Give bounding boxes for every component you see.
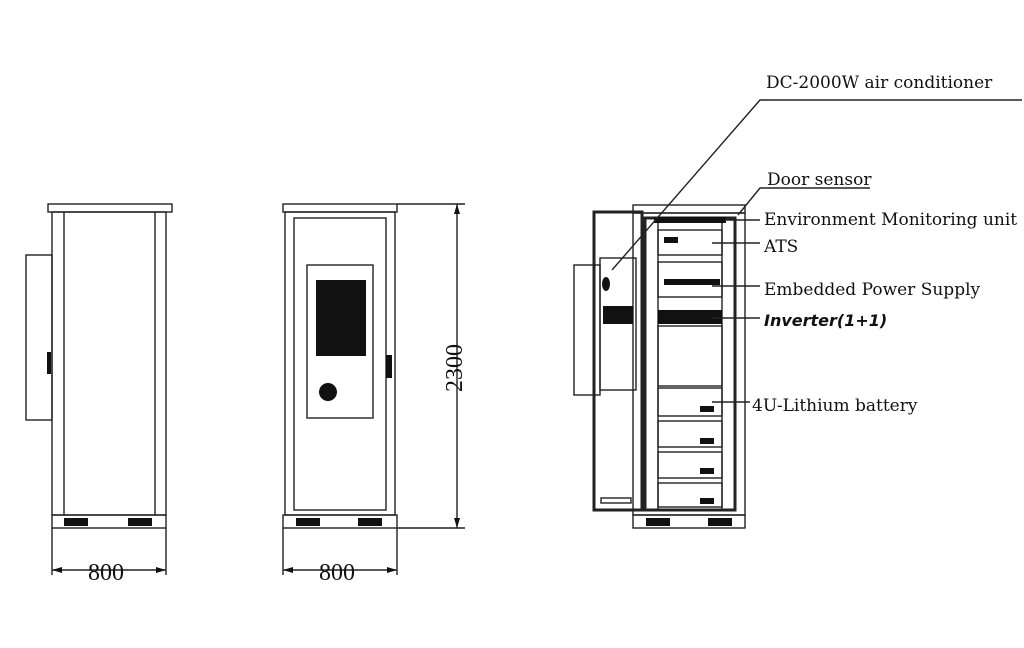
- callout-door-sensor: Door sensor: [767, 170, 872, 190]
- callout-ats: ATS: [763, 237, 798, 257]
- front-view: [282, 203, 465, 575]
- side-view: [25, 203, 173, 575]
- open-view: [573, 99, 1022, 529]
- callout-env-monitoring: Environment Monitoring unit: [764, 210, 1017, 230]
- callout-inverter: Inverter(1+1): [764, 311, 887, 330]
- callout-power-supply: Embedded Power Supply: [764, 280, 981, 300]
- height-dimension: 2300: [442, 344, 468, 392]
- side-width-dimension: 800: [88, 560, 124, 586]
- front-width-dimension: 800: [319, 560, 355, 586]
- callout-air-conditioner: DC-2000W air conditioner: [766, 73, 993, 93]
- callout-battery: 4U-Lithium battery: [752, 396, 918, 416]
